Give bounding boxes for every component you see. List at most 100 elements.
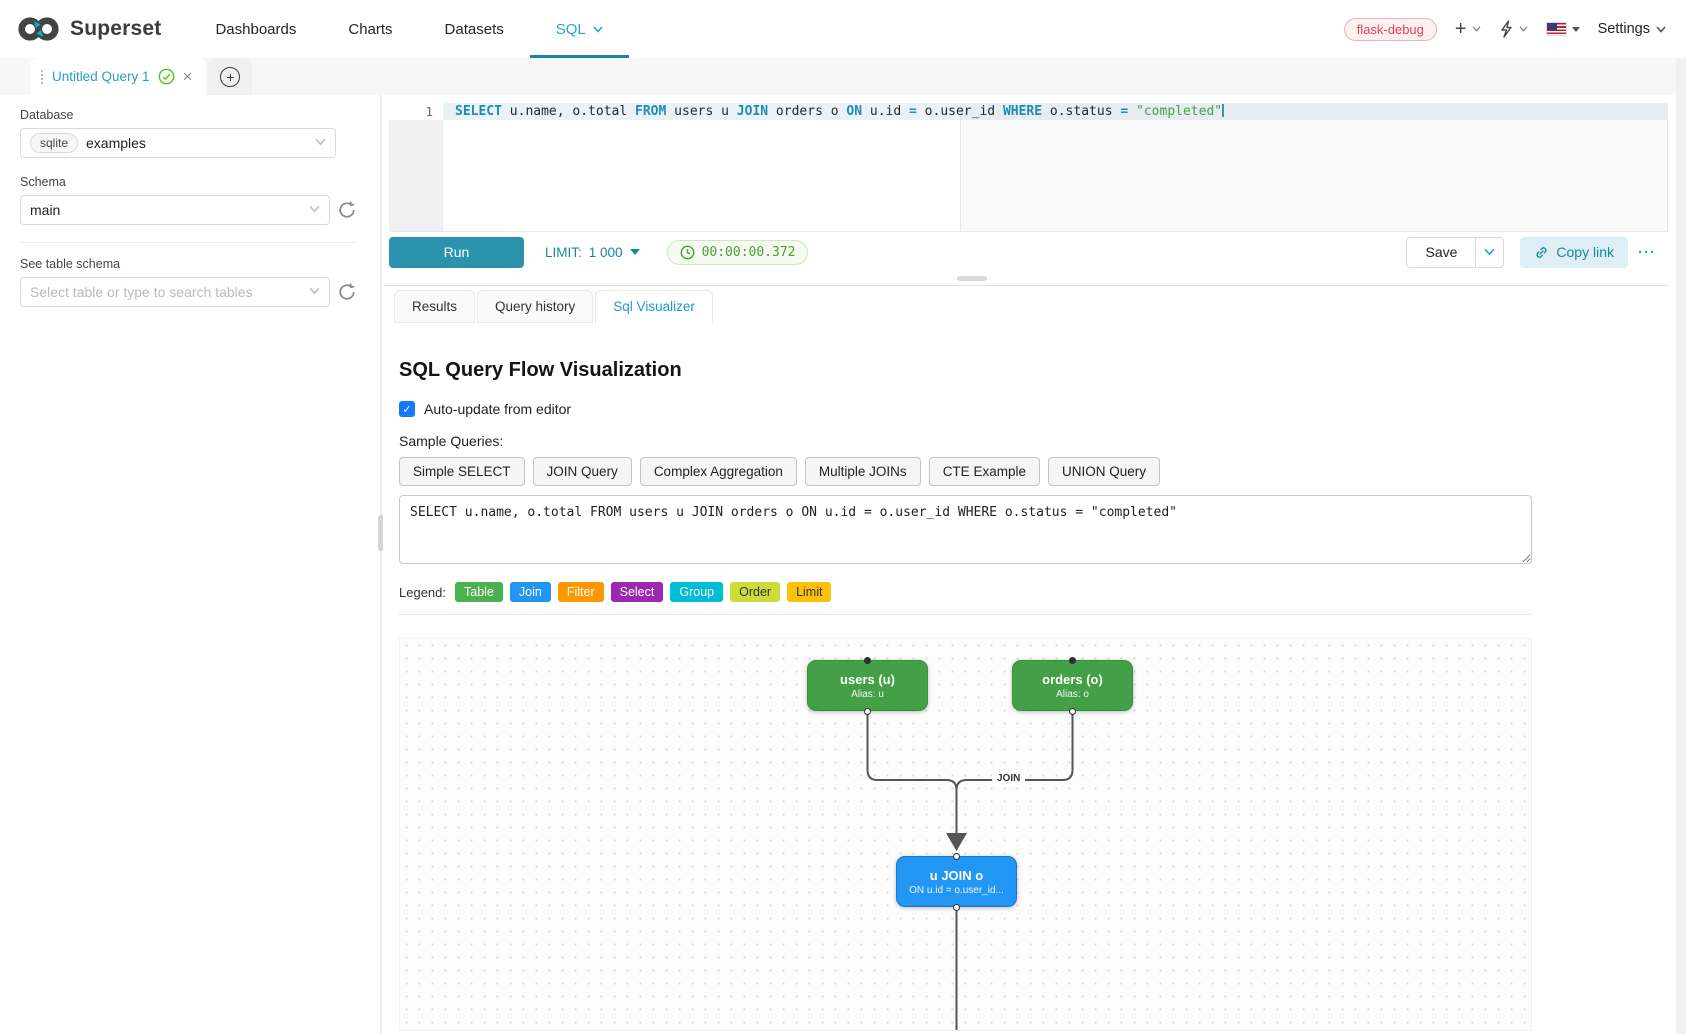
save-dropdown-button[interactable] [1476, 236, 1505, 268]
sample-button-complex-aggregation[interactable]: Complex Aggregation [639, 457, 797, 486]
vertical-drag-handle[interactable] [378, 515, 384, 551]
superset-logo[interactable]: Superset [0, 0, 189, 58]
sql-input-textarea[interactable]: SELECT u.name, o.total FROM users u JOIN… [399, 495, 1532, 564]
editor-code-line: SELECT u.name, o.total FROM users u JOIN… [455, 104, 1225, 119]
auto-update-label: Auto-update from editor [424, 401, 572, 417]
environment-badge: flask-debug [1343, 17, 1437, 41]
chevron-down-icon [315, 138, 326, 146]
node-title: users (u) [840, 671, 895, 687]
caret-down-icon [629, 249, 640, 255]
editor-active-line [443, 103, 1667, 120]
node-subtitle: Alias: u [851, 688, 884, 700]
legend: Legend: Table Join Filter Select Group O… [399, 582, 1532, 602]
sample-button-cte-example[interactable]: CTE Example [928, 457, 1040, 486]
legend-tag-group: Group [670, 582, 724, 602]
database-select[interactable]: sqlite examples [20, 128, 336, 158]
flow-edges [866, 713, 1074, 1030]
node-handle-top[interactable] [864, 656, 871, 664]
sql-lab-shortcut-button[interactable] [1499, 20, 1528, 38]
nav-item-sql-label: SQL [555, 20, 586, 38]
editor-print-margin [960, 103, 961, 231]
query-flow-canvas[interactable]: JOIN users (u) Alias: u orders (o) Alias… [399, 638, 1532, 1031]
top-nav: Superset Dashboards Charts Datasets SQL … [0, 0, 1686, 58]
schema-select[interactable]: main [20, 195, 330, 225]
line-number: 1 [389, 103, 443, 120]
node-handle-bottom[interactable] [953, 903, 960, 911]
editor-code-area[interactable]: SELECT u.name, o.total FROM users u JOIN… [443, 103, 1667, 231]
flow-node-join[interactable]: u JOIN o ON u.id = o.user_id... [896, 856, 1017, 907]
new-query-tab-button[interactable]: + [208, 58, 253, 95]
timer-value: 00:00:00.372 [701, 244, 796, 260]
table-select-placeholder: Select table or type to search tables [30, 284, 253, 300]
editor-toolbar: Run LIMIT: 1 000 00:00:00.372 Save [389, 236, 1668, 268]
tab-query-history[interactable]: Query history [477, 290, 594, 323]
sample-button-union-query[interactable]: UNION Query [1047, 457, 1160, 486]
node-handle-bottom[interactable] [864, 707, 871, 715]
page-scrollbar[interactable] [1676, 58, 1686, 1034]
refresh-icon[interactable] [338, 201, 356, 219]
settings-label: Settings [1597, 21, 1650, 37]
sample-button-multiple-joins[interactable]: Multiple JOINs [804, 457, 921, 486]
sql-editor[interactable]: SELECT u.name, o.total FROM users u JOIN… [389, 103, 1668, 232]
sidebar-resize-divider[interactable] [378, 95, 384, 1034]
run-button[interactable]: Run [389, 236, 524, 268]
chevron-down-icon [309, 287, 320, 295]
plus-icon: + [1454, 18, 1467, 40]
new-item-button[interactable]: + [1455, 19, 1481, 39]
nav-item-datasets[interactable]: Datasets [444, 20, 504, 38]
join-edge-label: JOIN [992, 771, 1026, 786]
legend-label: Legend: [399, 584, 446, 600]
infinity-logo-icon [18, 17, 59, 41]
nav-item-charts[interactable]: Charts [348, 20, 393, 38]
drag-handle-icon[interactable] [40, 68, 44, 85]
new-tab-icon: + [220, 66, 241, 87]
close-icon[interactable]: × [182, 67, 193, 86]
chevron-down-icon [1472, 26, 1481, 32]
node-handle-bottom[interactable] [1069, 707, 1076, 715]
sample-button-simple-select[interactable]: Simple SELECT [399, 457, 525, 486]
schema-label: Schema [20, 175, 66, 189]
tab-results[interactable]: Results [394, 290, 476, 323]
chevron-down-icon [1519, 26, 1528, 32]
save-button[interactable]: Save [1406, 236, 1477, 268]
legend-tag-join: Join [509, 582, 551, 602]
refresh-icon[interactable] [338, 283, 356, 301]
language-picker[interactable] [1545, 22, 1580, 36]
link-icon [1536, 246, 1547, 258]
query-timer-badge: 00:00:00.372 [666, 239, 809, 265]
more-options-icon[interactable]: ··· [1638, 243, 1656, 261]
legend-tag-table: Table [455, 582, 503, 602]
lightning-icon [1500, 20, 1512, 38]
node-title: u JOIN o [929, 867, 984, 883]
query-tab-untitled-1[interactable]: Untitled Query 1 × [30, 58, 207, 95]
auto-update-checkbox[interactable]: ✓ [399, 401, 415, 417]
flow-node-users[interactable]: users (u) Alias: u [807, 660, 928, 711]
chevron-down-icon [1484, 248, 1495, 256]
horizontal-drag-handle[interactable] [957, 276, 987, 281]
checkmark-icon: ✓ [402, 403, 412, 416]
node-handle-top[interactable] [953, 852, 960, 860]
schema-select-value: main [30, 202, 61, 218]
results-tab-bar: Results Query history Sql Visualizer [394, 290, 713, 323]
database-label: Database [20, 108, 74, 122]
limit-dropdown[interactable]: LIMIT: 1 000 [545, 245, 640, 260]
sql-visualizer-panel: SQL Query Flow Visualization ✓ Auto-upda… [399, 323, 1532, 1034]
table-select[interactable]: Select table or type to search tables [20, 277, 330, 307]
sample-queries-label: Sample Queries: [399, 433, 504, 449]
copy-link-label: Copy link [1556, 244, 1614, 260]
content-divider [399, 614, 1532, 615]
us-flag-icon [1545, 22, 1567, 36]
sidebar-divider [20, 242, 356, 243]
copy-link-button[interactable]: Copy link [1520, 236, 1628, 268]
limit-label: LIMIT: [545, 244, 582, 260]
caret-down-icon [1571, 26, 1580, 32]
nav-item-sql[interactable]: SQL [530, 0, 629, 58]
sample-button-join-query[interactable]: JOIN Query [532, 457, 632, 486]
clock-icon [680, 245, 694, 259]
settings-menu[interactable]: Settings [1598, 21, 1666, 37]
flow-node-orders[interactable]: orders (o) Alias: o [1012, 660, 1133, 711]
node-handle-top[interactable] [1069, 656, 1076, 664]
nav-item-dashboards[interactable]: Dashboards [215, 20, 297, 38]
tab-sql-visualizer[interactable]: Sql Visualizer [595, 290, 713, 323]
